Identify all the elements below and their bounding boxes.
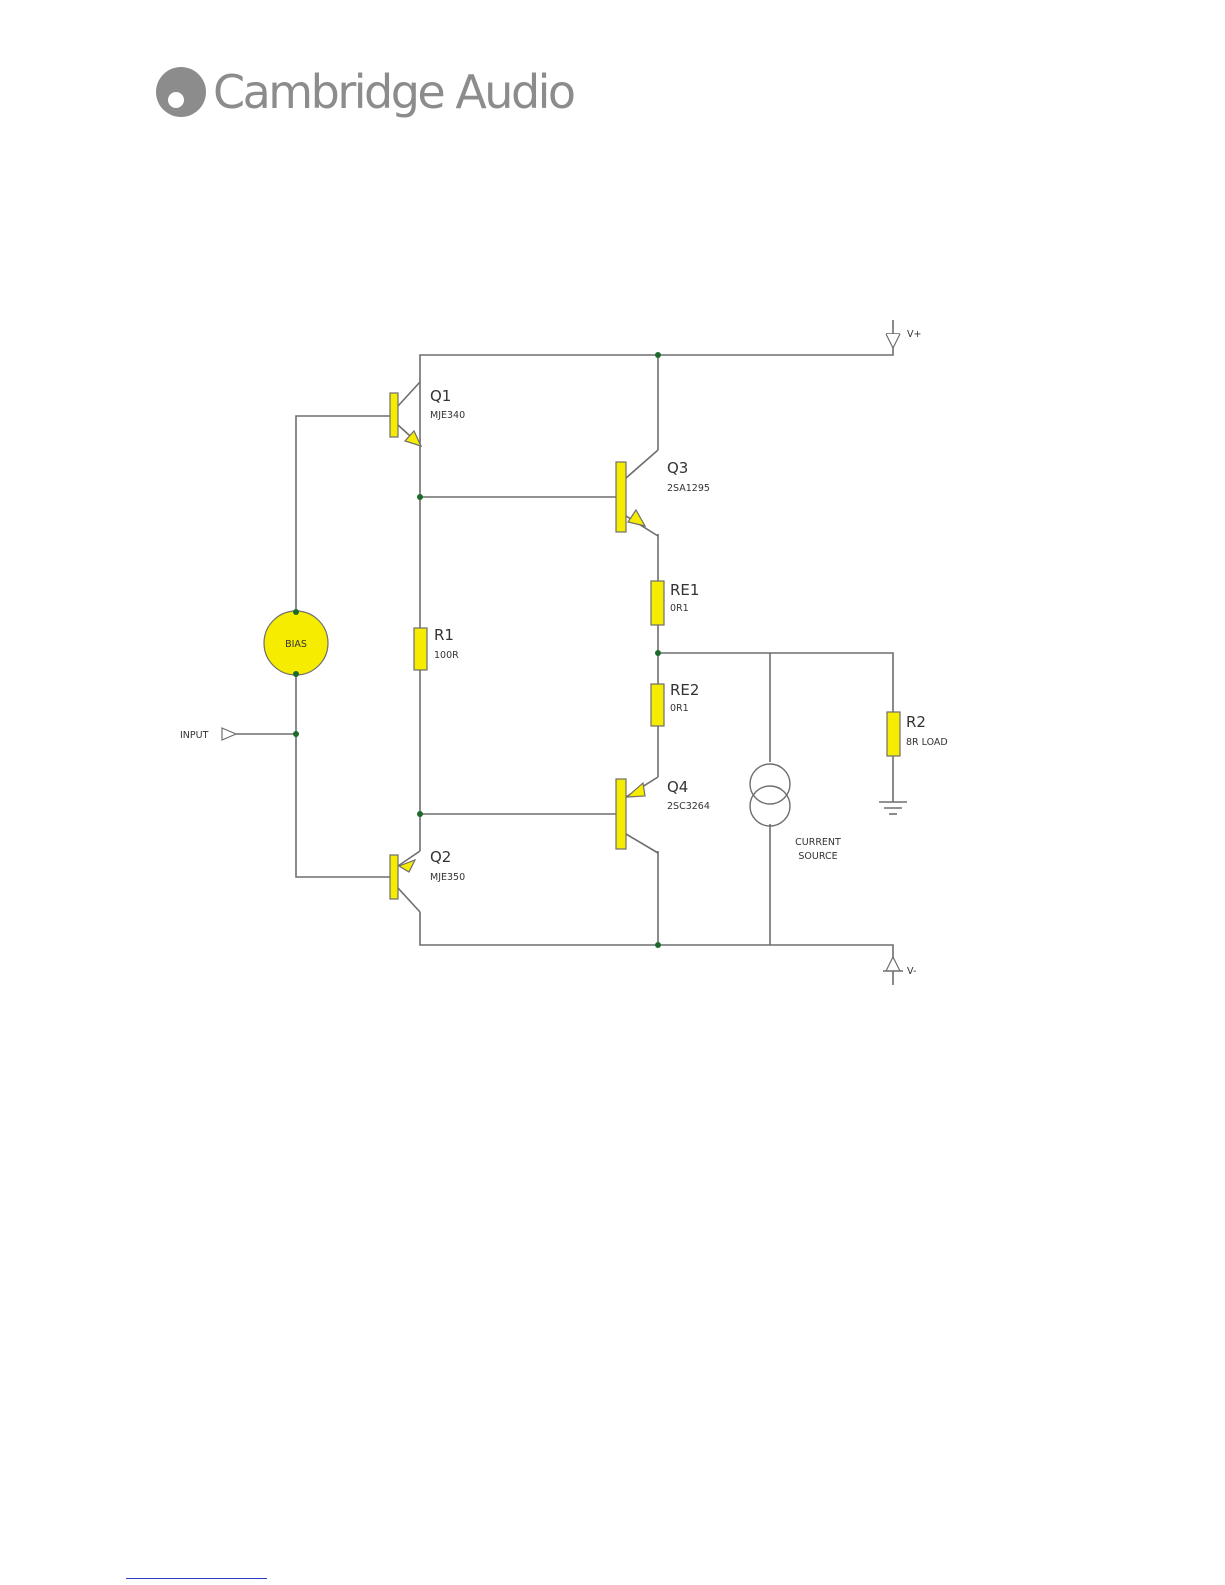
re1-ref: RE1 — [670, 581, 699, 599]
vminus-arrow-icon — [886, 957, 900, 971]
q4-ref: Q4 — [667, 778, 688, 796]
input-arrow-icon — [222, 728, 236, 740]
re2-value: 0R1 — [670, 703, 689, 714]
ground-icon — [879, 802, 907, 814]
transistor-q4: Q4 2SC3264 — [616, 777, 710, 853]
q2-part: MJE350 — [430, 872, 465, 883]
negative-rail-wire — [420, 912, 893, 985]
negative-rail-terminal: V- — [883, 957, 916, 977]
r1-value: 100R — [434, 650, 459, 661]
q4-part: 2SC3264 — [667, 801, 710, 812]
re1-value: 0R1 — [670, 603, 689, 614]
q1-ref: Q1 — [430, 387, 451, 405]
q4-base-bar — [616, 779, 626, 849]
q1-base-bar — [390, 393, 398, 437]
bias-label: BIAS — [285, 639, 307, 650]
resistor-re2: RE2 0R1 — [651, 681, 699, 726]
r1-body — [414, 628, 427, 670]
vminus-label: V- — [907, 966, 916, 977]
junction-dots — [293, 352, 661, 948]
input-terminal: INPUT — [180, 728, 236, 741]
bias-element: BIAS — [264, 611, 328, 675]
q1-base-wire — [296, 416, 390, 612]
resistor-r2-load: R2 8R LOAD — [887, 712, 948, 756]
vplus-label: V+ — [907, 329, 921, 340]
q3-part: 2SA1295 — [667, 483, 710, 494]
r2-value: 8R LOAD — [906, 737, 948, 748]
current-source: CURRENT SOURCE — [750, 764, 841, 862]
current-source-label-1: CURRENT — [795, 837, 841, 848]
wiring — [236, 340, 893, 985]
current-source-label-2: SOURCE — [798, 851, 837, 862]
re1-body — [651, 581, 664, 625]
q2-emitter-arrow — [399, 860, 415, 872]
q3-base-bar — [616, 462, 626, 532]
q3-emitter-arrow — [628, 510, 645, 526]
current-source-upper-ring — [750, 764, 790, 804]
q2-base-wire — [296, 674, 390, 877]
input-label: INPUT — [180, 730, 209, 741]
r2-body — [887, 712, 900, 756]
q3-ref: Q3 — [667, 459, 688, 477]
vplus-arrow-icon — [886, 334, 900, 348]
footer-rule — [126, 1578, 267, 1579]
transistor-q3: Q3 2SA1295 — [616, 450, 710, 536]
q2-ref: Q2 — [430, 848, 451, 866]
transistor-q1: Q1 MJE340 — [390, 382, 465, 446]
r1-ref: R1 — [434, 626, 454, 644]
re2-ref: RE2 — [670, 681, 699, 699]
r2-ref: R2 — [906, 713, 926, 731]
q4-emitter-arrow — [627, 783, 645, 797]
q2-base-bar — [390, 855, 398, 899]
transistor-q2: Q2 MJE350 — [390, 848, 465, 912]
current-source-lower-ring — [750, 786, 790, 826]
resistor-re1: RE1 0R1 — [651, 581, 699, 625]
q1-part: MJE340 — [430, 410, 465, 421]
resistor-r1: R1 100R — [414, 626, 459, 670]
positive-rail-terminal: V+ — [886, 320, 921, 348]
re2-body — [651, 684, 664, 726]
